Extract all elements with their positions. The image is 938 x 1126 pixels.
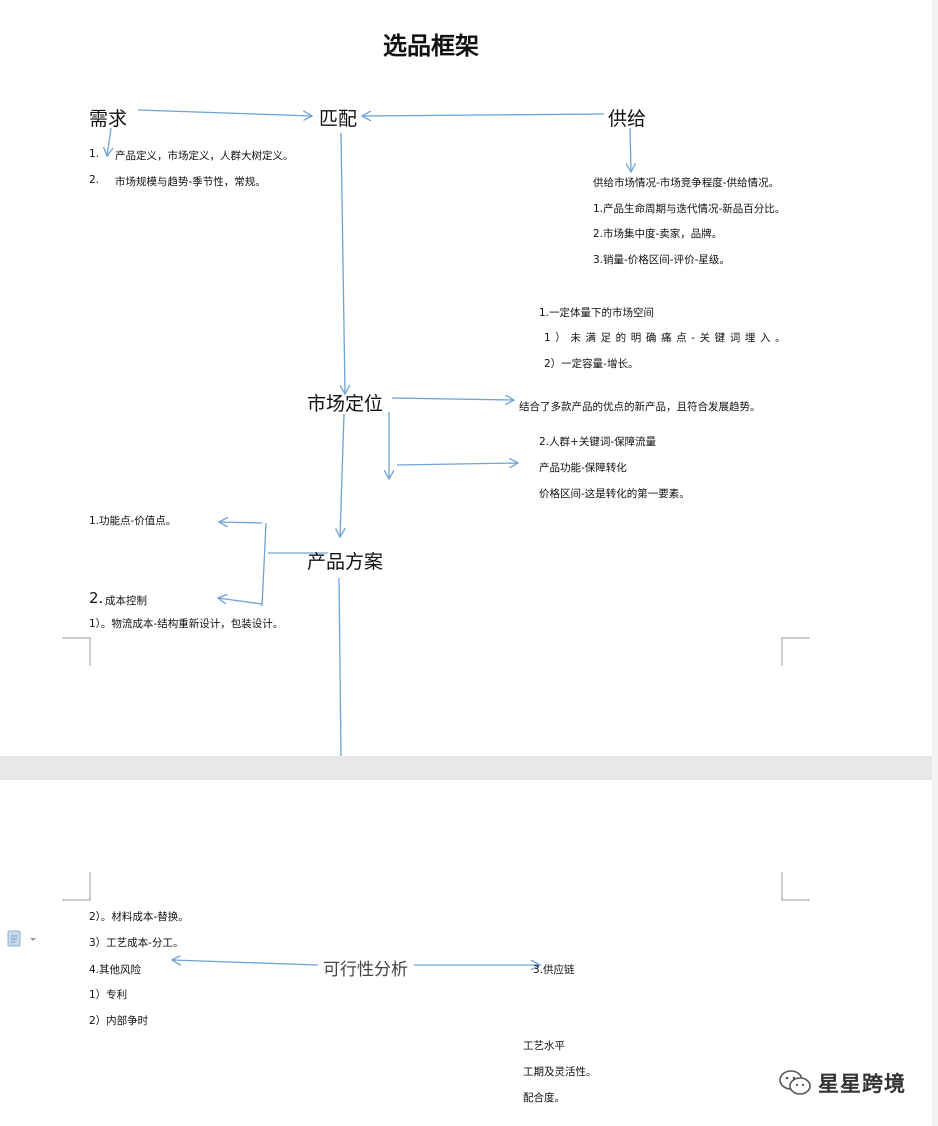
- feas-internal: 2）内部争时: [89, 1015, 149, 1027]
- positioning-p1b: 2）一定容量-增长。: [544, 358, 639, 370]
- plan-craft: 3）工艺成本-分工。: [89, 937, 184, 949]
- document-options-icon[interactable]: [6, 930, 36, 948]
- demand-item-2: 市场规模与趋势-季节性，常规。: [115, 176, 266, 188]
- node-feasibility: 可行性分析: [323, 960, 408, 980]
- scroll-edge: [932, 0, 938, 1126]
- feas-patent: 1）专利: [89, 989, 128, 1001]
- positioning-arrow-text: 结合了多款产品的优点的新产品，且符合发展趋势。: [519, 401, 761, 413]
- node-positioning: 市场定位: [307, 393, 384, 415]
- node-supply: 供给: [608, 108, 647, 130]
- feas-process: 工艺水平: [523, 1040, 565, 1052]
- plan-cost-num: 2.: [89, 589, 104, 607]
- plan-material: 2）。材料成本-替换。: [89, 911, 189, 923]
- wechat-icon: [779, 1070, 811, 1095]
- supply-item-0: 供给市场情况-市场竞争程度-供给情况。: [593, 177, 780, 189]
- page-2: [0, 780, 932, 1126]
- demand-item-2-num: 2.: [89, 174, 100, 186]
- supply-item-2: 2.市场集中度-卖家，品牌。: [593, 228, 723, 240]
- positioning-p2a: 产品功能-保障转化: [539, 462, 627, 474]
- positioning-p2: 2.人群+关键词-保障流量: [539, 436, 657, 448]
- positioning-p1a: 1）未满足的明确痛点-关键词埋入。: [544, 332, 791, 344]
- supply-item-3: 3.销量-价格区间-评价-星级。: [593, 254, 730, 266]
- demand-item-1-num: 1.: [89, 148, 100, 160]
- positioning-p1: 1.一定体量下的市场空间: [539, 307, 655, 319]
- node-product-plan: 产品方案: [307, 551, 384, 573]
- feas-cooperation: 配合度。: [523, 1092, 565, 1104]
- plan-cost: 成本控制: [105, 595, 147, 607]
- watermark-text: 星星跨境: [818, 1072, 906, 1096]
- watermark: 星星跨境: [778, 1068, 906, 1098]
- node-demand: 需求: [89, 108, 128, 130]
- page-1: [0, 0, 932, 756]
- feas-other-risk: 4.其他风险: [89, 964, 142, 976]
- positioning-p2b: 价格区间-这是转化的第一要素。: [539, 488, 690, 500]
- plan-function: 1.功能点-价值点。: [89, 515, 177, 527]
- feas-supply-chain: 3.供应链: [533, 964, 575, 976]
- plan-logistics: 1）。物流成本-结构重新设计，包装设计。: [89, 618, 284, 630]
- supply-item-1: 1.产品生命周期与迭代情况-新品百分比。: [593, 203, 786, 215]
- page-title: 选品框架: [383, 32, 479, 60]
- demand-item-1: 产品定义，市场定义，人群大树定义。: [115, 150, 294, 162]
- node-match: 匹配: [319, 108, 358, 130]
- feas-period: 工期及灵活性。: [523, 1066, 597, 1078]
